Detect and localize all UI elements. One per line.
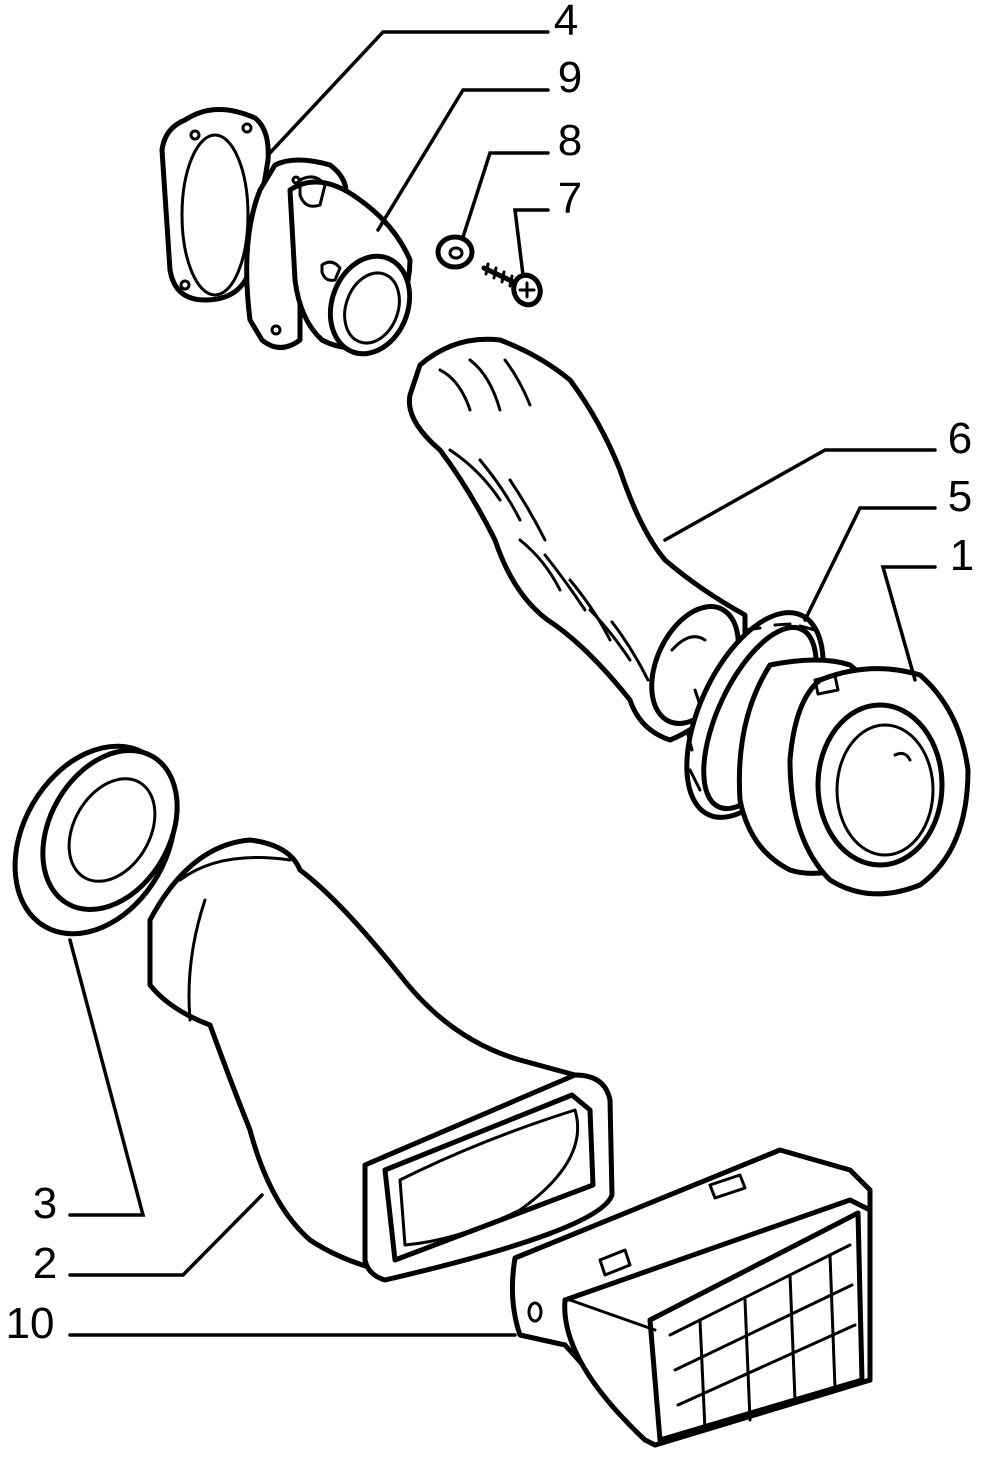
part-6-flex-hose <box>406 336 748 743</box>
leader-7 <box>513 208 550 277</box>
part-10-louvred-vent <box>509 1147 873 1448</box>
callout-5: 5 <box>948 472 972 521</box>
leader-2 <box>68 1193 264 1277</box>
part-9-elbow-flange <box>244 157 413 357</box>
part-2-duct <box>147 837 615 1283</box>
leader-4 <box>266 30 550 157</box>
leader-5 <box>803 506 937 622</box>
callout-9: 9 <box>558 53 582 102</box>
part-3-round-gasket <box>12 743 180 937</box>
leader-8 <box>461 151 550 239</box>
leader-lines <box>68 30 937 1337</box>
callout-6: 6 <box>948 414 972 463</box>
callout-8: 8 <box>558 116 582 165</box>
part-7-screw <box>481 262 543 308</box>
part-1-round-nozzle <box>736 657 971 897</box>
callout-7: 7 <box>558 174 582 223</box>
callout-3: 3 <box>33 1179 57 1228</box>
leader-9 <box>376 88 550 232</box>
leader-1 <box>880 565 937 682</box>
callout-10: 10 <box>6 1299 55 1348</box>
part-4-gasket <box>159 107 271 303</box>
callout-2: 2 <box>33 1239 57 1288</box>
callout-4: 4 <box>554 0 578 45</box>
part-8-washer <box>435 234 475 270</box>
leader-3 <box>68 938 146 1217</box>
callout-1: 1 <box>950 531 974 580</box>
callout-labels: 4 9 8 7 6 5 1 3 2 10 <box>6 0 975 1348</box>
leader-6 <box>663 448 937 542</box>
